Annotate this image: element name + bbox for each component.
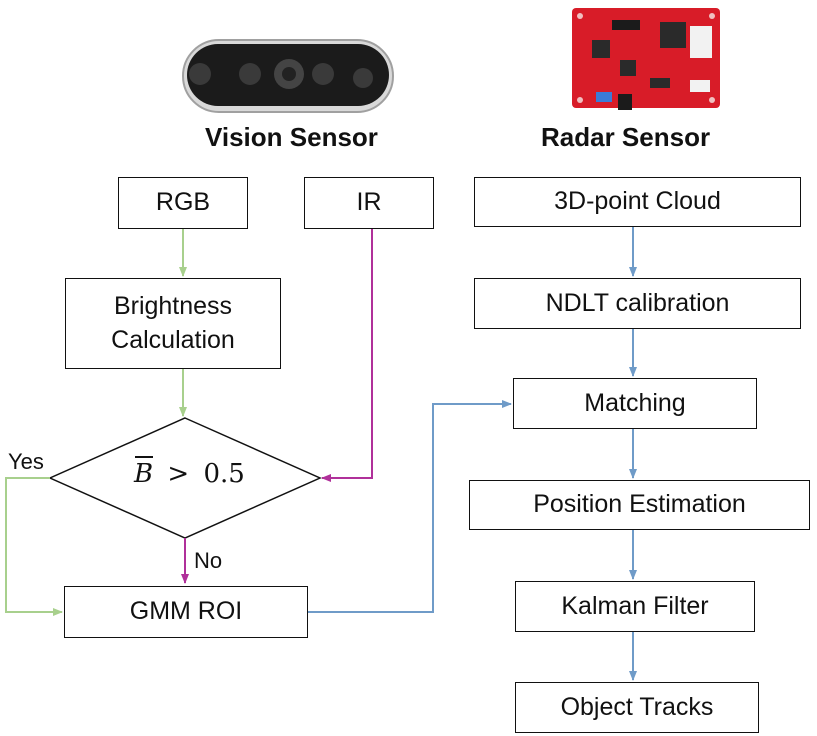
comparison-operator: > xyxy=(167,459,190,489)
arrow-ir-to-decision xyxy=(321,229,373,482)
ndlt-calibration-box: NDLT calibration xyxy=(474,278,801,329)
brightness-label-line2: Calculation xyxy=(111,325,235,354)
point-cloud-box: 3D-point Cloud xyxy=(474,177,801,227)
decision-condition: B > 0.5 xyxy=(134,456,245,489)
threshold-value: 0.5 xyxy=(203,459,245,489)
rgb-box: RGB xyxy=(118,177,248,229)
mean-brightness-symbol: B xyxy=(134,456,154,489)
vision-camera-icon xyxy=(182,39,394,113)
brightness-label-line1: Brightness xyxy=(113,291,233,320)
rgb-label: RGB xyxy=(155,188,211,217)
ndlt-calibration-label: NDLT calibration xyxy=(545,288,730,317)
point-cloud-label: 3D-point Cloud xyxy=(554,187,721,216)
kalman-filter-box: Kalman Filter xyxy=(515,581,755,632)
position-estimation-label: Position Estimation xyxy=(533,490,746,519)
object-tracks-label: Object Tracks xyxy=(560,692,714,721)
position-estimation-box: Position Estimation xyxy=(469,480,810,530)
kalman-filter-label: Kalman Filter xyxy=(561,591,709,620)
yes-label: Yes xyxy=(8,449,44,474)
brightness-calculation-box: Brightness Calculation xyxy=(65,278,281,369)
arrow-yes-to-gmm xyxy=(5,477,63,616)
gmm-roi-box: GMM ROI xyxy=(64,586,308,638)
gmm-roi-label: GMM ROI xyxy=(129,597,243,626)
object-tracks-box: Object Tracks xyxy=(515,682,759,733)
arrow-gmm-to-matching xyxy=(308,400,512,613)
radar-sensor-title: Radar Sensor xyxy=(541,122,711,152)
vision-sensor-title: Vision Sensor xyxy=(205,122,378,152)
ir-label: IR xyxy=(356,188,382,217)
no-label: No xyxy=(194,548,223,573)
matching-box: Matching xyxy=(513,378,757,429)
radar-board-icon xyxy=(572,8,720,110)
matching-label: Matching xyxy=(584,388,686,417)
ir-box: IR xyxy=(304,177,434,229)
